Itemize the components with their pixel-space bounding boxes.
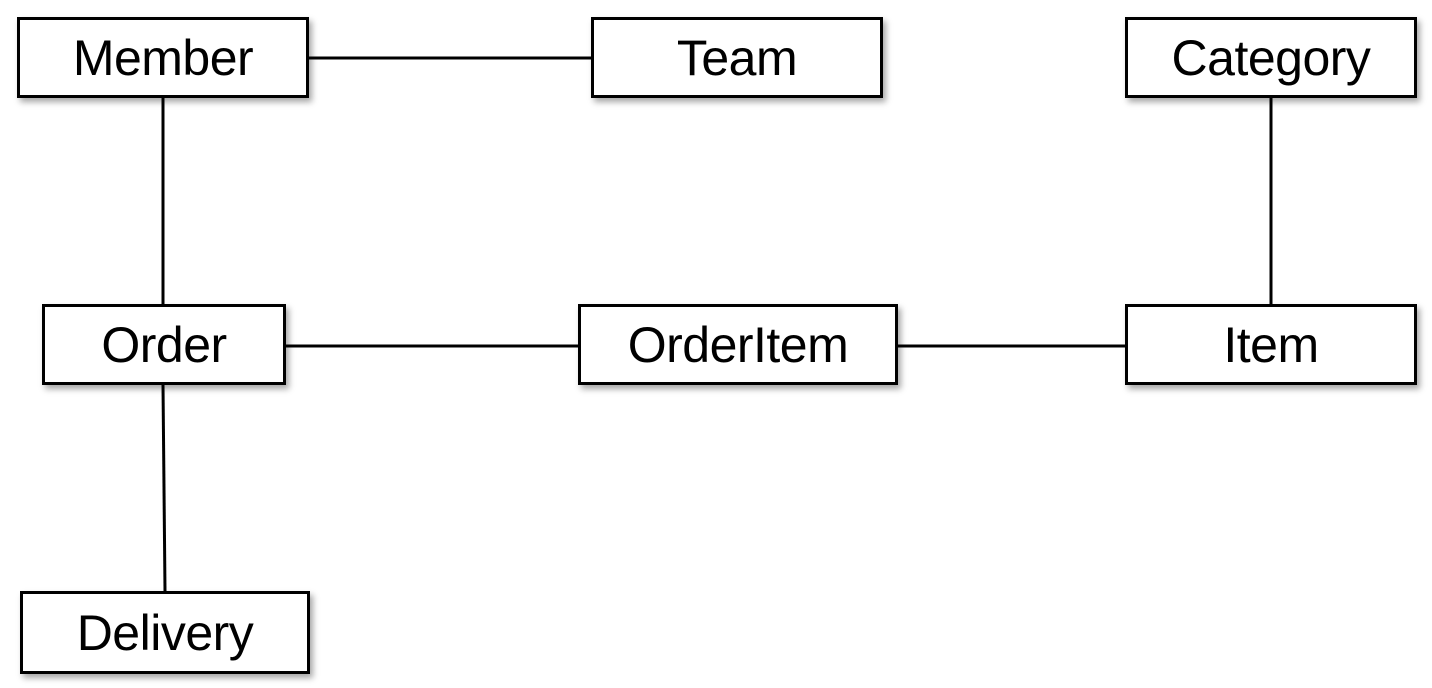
entity-label-team: Team (676, 29, 798, 86)
entity-delivery: Delivery (20, 591, 310, 674)
entity-label-order: Order (101, 316, 227, 373)
entity-team: Team (591, 17, 883, 98)
entity-order-item: OrderItem (578, 304, 898, 385)
entity-label-member: Member (72, 29, 254, 86)
entity-label-item: Item (1223, 316, 1319, 373)
entity-item: Item (1125, 304, 1417, 385)
connector-order-delivery (161, 384, 167, 592)
entity-order: Order (42, 304, 286, 385)
entity-category: Category (1125, 17, 1417, 98)
entity-label-order-item: OrderItem (627, 316, 849, 373)
entity-label-category: Category (1171, 29, 1371, 86)
entity-label-delivery: Delivery (76, 604, 254, 661)
entity-member: Member (17, 17, 309, 98)
